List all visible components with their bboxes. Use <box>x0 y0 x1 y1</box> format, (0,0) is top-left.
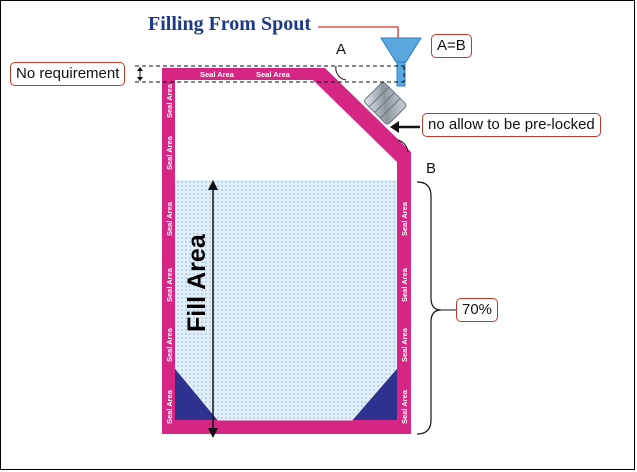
diagram-title: Filling From Spout <box>148 13 311 35</box>
seal-area-label: Seal Area <box>165 327 174 362</box>
angle-b-arc <box>397 139 409 153</box>
funnel-neck <box>396 61 406 87</box>
fill-percent-callout: 70% <box>456 298 499 322</box>
liquid-fill <box>175 180 397 420</box>
seal-area-label: Seal Area <box>165 135 174 170</box>
fill-area-label: Fill Area <box>183 233 211 332</box>
seal-area-labels: Seal Area Seal Area Seal Area Seal Area … <box>165 70 409 424</box>
seal-area-label: Seal Area <box>256 70 291 79</box>
gusset-edge <box>174 367 398 421</box>
angle-a-label: A <box>336 41 347 58</box>
seal-area-label: Seal Area <box>400 267 409 302</box>
angle-a-arc <box>335 65 347 81</box>
seal-area-label: Seal Area <box>165 201 174 236</box>
seal-area-label: Seal Area <box>400 201 409 236</box>
bottom-gusset <box>175 368 397 420</box>
seal-area-label: Seal Area <box>165 83 174 118</box>
fill-level-brace <box>416 181 442 435</box>
seal-area-label: Seal Area <box>400 327 409 362</box>
seal-area-label: Seal Area <box>200 70 235 79</box>
seal-area-label: Seal Area <box>165 389 174 424</box>
seal-area-label: Seal Area <box>400 389 409 424</box>
a-equals-b-callout: A=B <box>431 34 472 58</box>
prelock-callout: no allow to be pre-locked <box>422 113 601 137</box>
angle-b-label: B <box>426 160 437 177</box>
no-requirement-callout: No requirement <box>10 62 126 86</box>
reference-lines <box>135 65 405 83</box>
funnel-icon <box>380 37 422 63</box>
seal-area-label: Seal Area <box>165 267 174 302</box>
spout <box>364 82 407 125</box>
